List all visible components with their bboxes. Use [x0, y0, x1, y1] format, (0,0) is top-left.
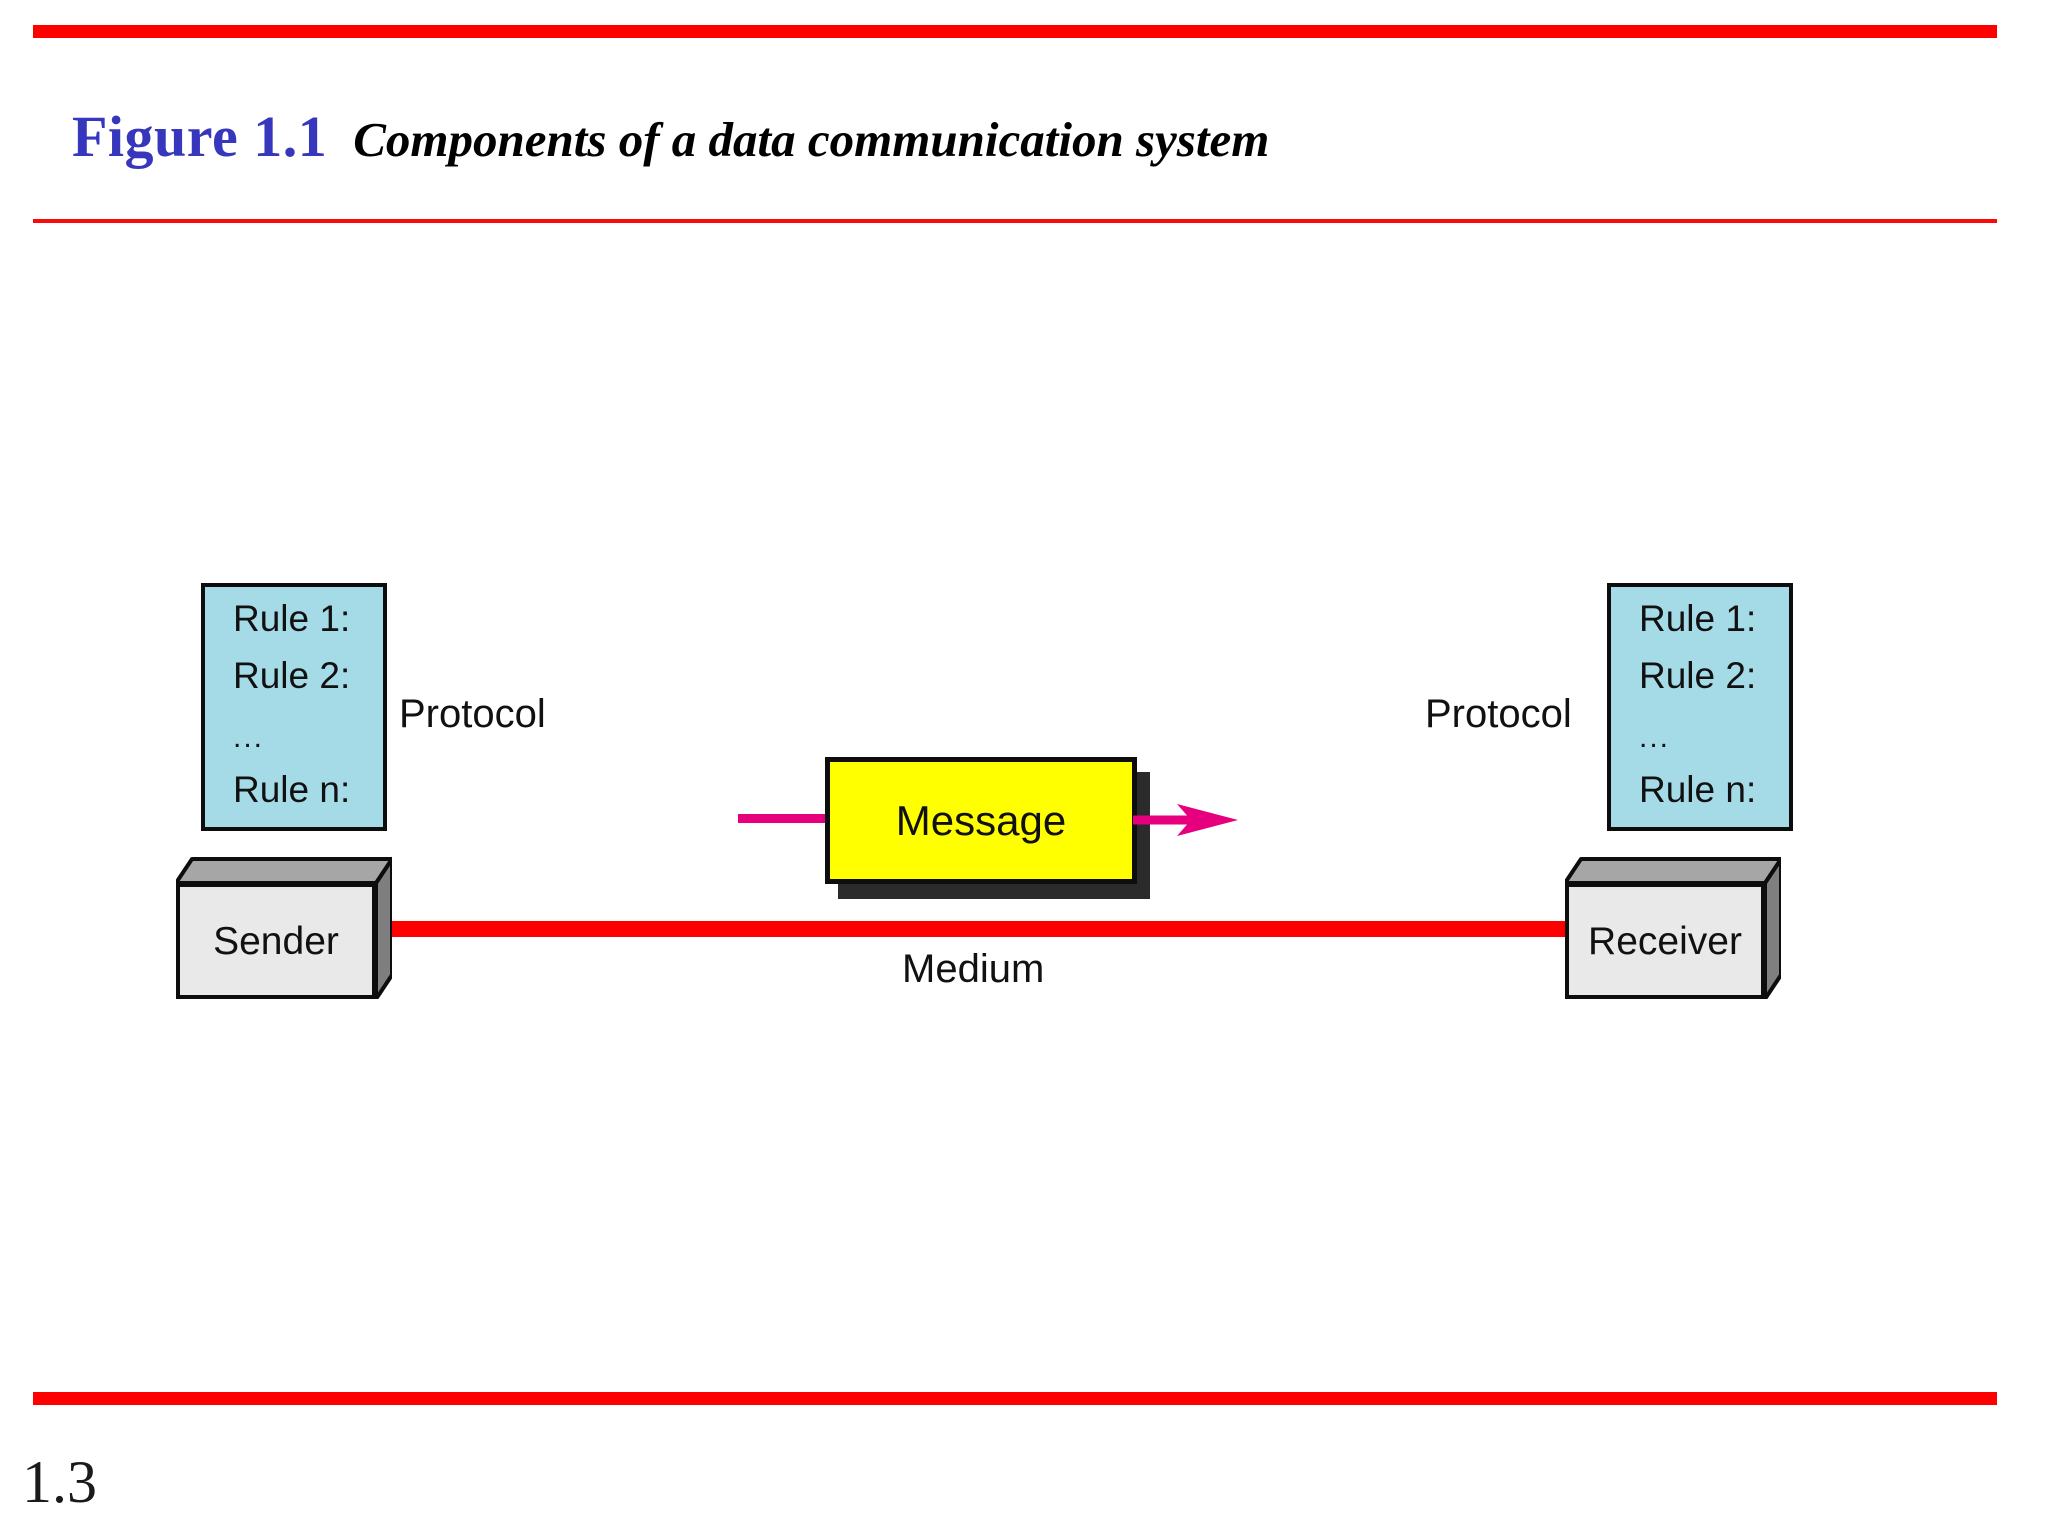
bottom-accent-bar — [33, 1392, 1997, 1405]
protocol-label-right: Protocol — [1425, 692, 1572, 736]
protocol-right-rule-2: Rule 2: — [1639, 655, 1757, 696]
protocol-box-left: Rule 1: Rule 2: ... Rule n: — [201, 583, 387, 831]
sender-box: Sender — [176, 855, 392, 999]
protocol-left-rule-2: Rule 2: — [233, 655, 351, 696]
medium-line — [355, 921, 1575, 937]
protocol-right-rule-ellipsis: ... — [1639, 721, 1671, 754]
message-label: Message — [895, 796, 1067, 844]
message-flow-inbound-line — [738, 814, 830, 823]
message-box: Message — [825, 757, 1137, 884]
receiver-box: Receiver — [1565, 855, 1781, 999]
protocol-left-rule-1: Rule 1: — [233, 598, 351, 639]
protocol-right-rule-n: Rule n: — [1639, 769, 1757, 810]
protocol-left-rule-ellipsis: ... — [233, 721, 265, 754]
protocol-left-rule-n: Rule n: — [233, 769, 351, 810]
protocol-label-left: Protocol — [399, 692, 546, 736]
protocol-box-right: Rule 1: Rule 2: ... Rule n: — [1607, 583, 1793, 831]
sender-label: Sender — [213, 919, 339, 963]
receiver-label: Receiver — [1588, 919, 1742, 963]
receiver-front-face: Receiver — [1565, 883, 1765, 999]
page-number: 1.3 — [22, 1449, 97, 1515]
message-flow-arrow-icon — [1133, 804, 1238, 836]
protocol-right-rule-1: Rule 1: — [1639, 598, 1757, 639]
figure-caption: Components of a data communication syste… — [353, 112, 1270, 167]
medium-label: Medium — [902, 947, 1045, 991]
figure-number: Figure 1.1 — [72, 104, 328, 169]
sender-front-face: Sender — [176, 883, 376, 999]
top-accent-bar — [33, 25, 1997, 38]
title-underline — [33, 219, 1997, 223]
